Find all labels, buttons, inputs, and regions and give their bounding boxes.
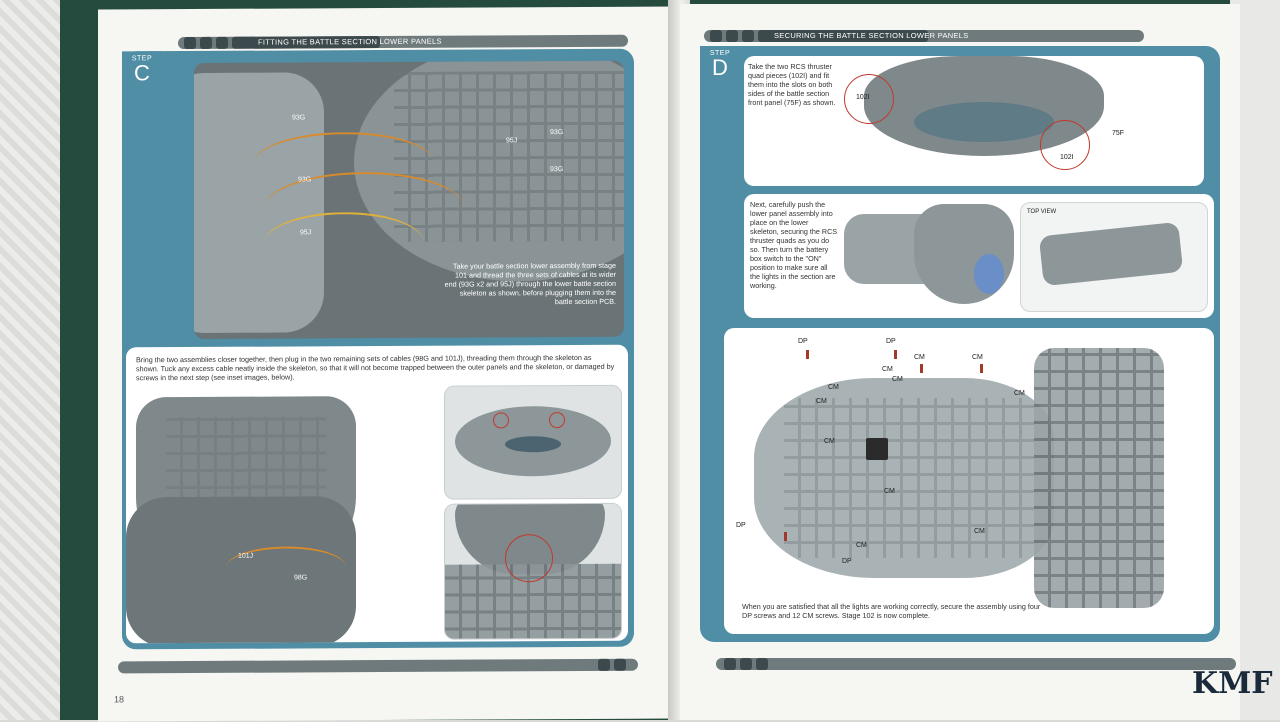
assembly-box: Bring the two assemblies closer together… (126, 344, 628, 644)
label-cm: CM (974, 528, 985, 535)
screw-pin (920, 364, 923, 373)
right-header-bar: SECURING THE BATTLE SECTION LOWER PANELS (704, 30, 1144, 42)
label-cm: CM (816, 398, 827, 405)
skeleton-assembly (914, 204, 1014, 304)
step-d-letter: D (712, 55, 728, 80)
screws-box: DP DP CM CM CM CM CM CM CM CM CM CM CM D… (724, 328, 1214, 634)
label-dp: DP (886, 338, 896, 345)
label-95j: 95J (300, 229, 312, 237)
inset-image-top (444, 384, 622, 500)
hull-underside (754, 378, 1054, 578)
label-95j: 95J (506, 137, 518, 145)
inset-image-bottom (444, 502, 622, 640)
top-view-label: TOP VIEW (1027, 209, 1057, 215)
screw-pin (894, 350, 897, 359)
inset-top-circle (549, 412, 565, 429)
kmf-watermark: KMF (1188, 664, 1273, 716)
step-c-text: Take your battle section lower assembly … (444, 260, 616, 307)
screw-pin (980, 364, 983, 373)
rcs-circle-right (1040, 120, 1090, 170)
rcs-circle-left (844, 74, 894, 124)
top-view-model (1038, 221, 1184, 287)
label-75f: 75F (1112, 130, 1125, 137)
inset-top-circle (493, 412, 509, 429)
step-c-frame: STEP C 93G 93G 95J 95J 93G 93G Take your… (122, 48, 634, 650)
label-93g: 93G (550, 166, 564, 174)
final-text: When you are satisfied that all the ligh… (742, 602, 1041, 620)
label-cm: CM (972, 354, 983, 361)
cable-3 (264, 211, 424, 275)
page-number: 18 (114, 694, 125, 705)
left-page: FITTING THE BATTLE SECTION LOWER PANELS … (98, 6, 673, 722)
label-102i: 102I (1060, 154, 1074, 161)
label-98g: 98G (294, 574, 308, 582)
assembly-text: Bring the two assemblies closer together… (136, 352, 615, 383)
label-cm: CM (882, 366, 893, 373)
step-c-illustration: 93G 93G 95J 95J 93G 93G Take your battle… (194, 60, 624, 340)
label-cm: CM (828, 384, 839, 391)
label-102i: 102I (856, 94, 870, 101)
label-101j: 101J (238, 552, 254, 560)
step-c-letter: C (134, 60, 150, 86)
label-dp: DP (798, 338, 808, 345)
left-header-title: FITTING THE BATTLE SECTION LOWER PANELS (258, 36, 442, 47)
right-page: SECURING THE BATTLE SECTION LOWER PANELS… (680, 4, 1240, 720)
label-dp: DP (842, 558, 852, 565)
step-d-box: Take the two RCS thruster quad pieces (1… (744, 56, 1204, 186)
step-d-word: STEP (709, 50, 731, 57)
label-dp: DP (736, 522, 746, 529)
top-view-inset: TOP VIEW (1020, 202, 1208, 312)
screw-pin (784, 532, 787, 541)
left-header-bar: FITTING THE BATTLE SECTION LOWER PANELS (178, 34, 628, 50)
lower-panel-box: Next, carefully push the lower panel ass… (744, 194, 1214, 318)
label-cm: CM (892, 376, 903, 383)
step-c-tag: STEP C (122, 51, 162, 92)
label-93g: 93G (550, 129, 564, 137)
label-cm: CM (1014, 390, 1025, 397)
screw-pin (806, 350, 809, 359)
hull-panel-lines (784, 398, 1034, 558)
step-d-tag: STEP D (700, 46, 740, 86)
step-d-frame: STEP D Take the two RCS thruster quad pi… (700, 46, 1220, 642)
left-footer-bar (118, 658, 638, 674)
middle-text: Next, carefully push the lower panel ass… (750, 200, 838, 290)
right-header-title: SECURING THE BATTLE SECTION LOWER PANELS (774, 31, 969, 40)
step-d-text: Take the two RCS thruster quad pieces (1… (748, 62, 836, 107)
watermark-text: KMF (1192, 666, 1273, 701)
inset-bottom-circle (505, 534, 553, 583)
label-93g: 93G (292, 114, 306, 122)
lower-skeleton (1034, 348, 1164, 608)
label-cm: CM (856, 542, 867, 549)
lights-glow (974, 254, 1004, 294)
deflector (914, 102, 1054, 142)
right-footer-bar (716, 658, 1236, 670)
label-93g: 93G (298, 176, 312, 184)
label-cm: CM (824, 438, 835, 445)
label-cm: CM (914, 354, 925, 361)
label-cm: CM (884, 488, 895, 495)
battery-box (866, 438, 888, 460)
